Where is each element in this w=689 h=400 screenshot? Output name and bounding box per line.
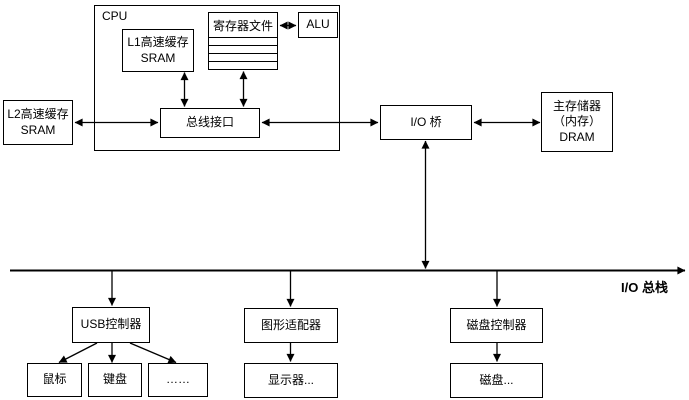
usb-controller-box: USB控制器 [72, 307, 150, 343]
register-file-box: 寄存器文件 [208, 12, 278, 70]
main-memory-label-line3: DRAM [559, 129, 595, 144]
register-file-title: 寄存器文件 [208, 12, 278, 38]
usb-controller-label: USB控制器 [80, 317, 142, 332]
alu-box: ALU [298, 12, 338, 38]
io-bridge-label: I/O 桥 [410, 114, 442, 129]
bus-interface-label: 总线接口 [185, 115, 234, 130]
alu-label: ALU [306, 17, 330, 32]
more-devices-box: …… [148, 363, 208, 397]
io-bus-label: I/O 总栈 [621, 280, 668, 295]
keyboard-label: 键盘 [102, 372, 127, 387]
main-memory-box: 主存储器 （内存） DRAM [541, 92, 613, 152]
bus-interface-box: 总线接口 [160, 108, 260, 138]
mouse-box: 鼠标 [27, 363, 82, 397]
disk-label: 磁盘... [479, 372, 514, 387]
more-devices-label: …… [166, 372, 190, 387]
display-label: 显示器... [267, 372, 314, 387]
cpu-label: CPU [102, 9, 128, 23]
main-memory-label-line2: （内存） [552, 114, 601, 129]
io-bridge-box: I/O 桥 [380, 105, 472, 140]
l1-cache-box: L1高速缓存 SRAM [122, 29, 194, 72]
connector-usb-mouse [58, 342, 98, 364]
disk-box: 磁盘... [450, 363, 543, 398]
l2-cache-box: L2高速缓存 SRAM [3, 100, 73, 145]
l1-cache-label-line2: SRAM [140, 50, 176, 65]
keyboard-box: 键盘 [88, 363, 142, 397]
main-memory-label-line1: 主存储器 [552, 98, 601, 113]
register-file-row [208, 61, 278, 70]
display-box: 显示器... [244, 363, 338, 398]
l2-cache-label-line2: SRAM [20, 122, 56, 137]
connector-usb-more-devices [129, 342, 177, 364]
l1-cache-label-line1: L1高速缓存 [127, 34, 189, 49]
mouse-label: 鼠标 [42, 372, 67, 387]
graphics-adapter-box: 图形适配器 [244, 308, 338, 343]
graphics-adapter-label: 图形适配器 [260, 317, 321, 332]
disk-controller-label: 磁盘控制器 [466, 317, 527, 332]
l2-cache-label-line1: L2高速缓存 [7, 106, 69, 121]
disk-controller-box: 磁盘控制器 [450, 308, 543, 343]
cpu-box: CPU [94, 5, 340, 151]
